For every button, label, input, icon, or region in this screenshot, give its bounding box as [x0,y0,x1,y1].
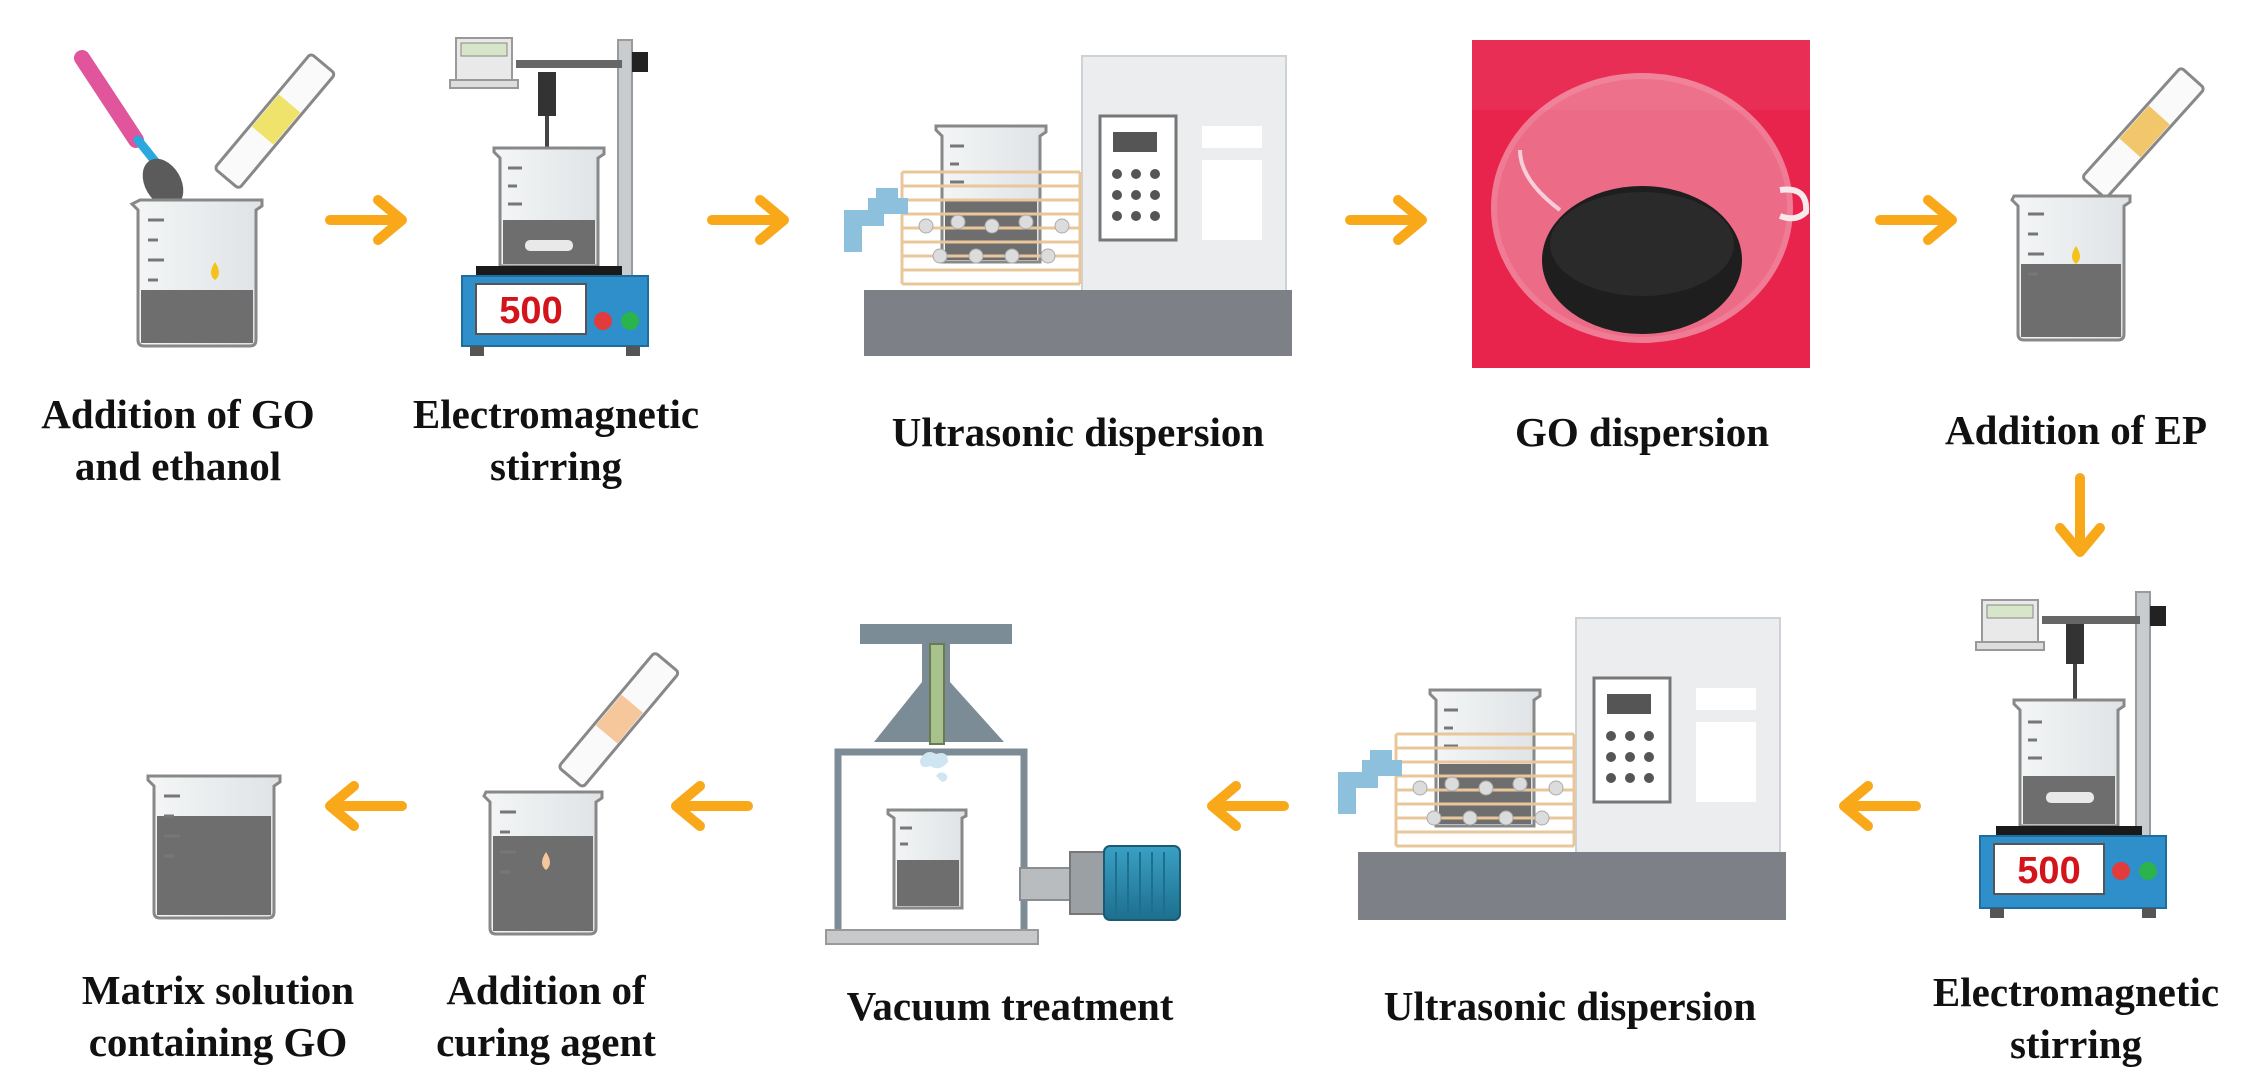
stirrer-base: 500 [461,275,649,356]
dropper-icon [214,53,336,189]
label-matrix-solution: Matrix solution containing GO [81,967,355,1065]
step-electromagnetic-stirring-bottom: 500 [1975,591,2167,918]
arrow-down-icon [2055,473,2105,557]
step-ultrasonic-dispersion-bottom [1338,617,1786,920]
label-ultrasonic-dispersion-bottom: Ultrasonic dispersion [1383,983,1757,1029]
label-go-dispersion: GO dispersion [1514,409,1770,455]
bubbles [1412,776,1564,826]
stirrer-base: 500 [1979,835,2167,918]
bubbles [918,214,1070,264]
beaker-icon [482,790,604,936]
label-vacuum-treatment: Vacuum treatment [846,983,1174,1029]
label-addition-go-ethanol: Addition of GO and ethanol [41,391,315,489]
beaker-icon [146,774,282,920]
beaker-icon [886,808,968,910]
step-vacuum-treatment [825,624,1181,945]
arrow-left-icon [325,781,407,831]
ultrasonic-platform [1358,852,1786,920]
label-addition-curing-agent: Addition of curing agent [436,967,656,1065]
arrow-right-icon [1875,195,1957,245]
beaker-icon [492,146,606,268]
spoon-icon [74,50,184,208]
step-ultrasonic-dispersion-top [844,55,1292,356]
step-addition-ep [2010,67,2205,342]
display-readout: 500 [499,290,562,332]
meter-icon [1975,599,2045,651]
arrow-right-icon [1345,195,1427,245]
arrow-left-icon [1207,781,1289,831]
meter-icon [449,37,519,89]
water-tap-icon [844,188,908,252]
step-matrix-solution [146,774,282,920]
step-addition-curing-agent [482,652,680,936]
label-ultrasonic-dispersion-top: Ultrasonic dispersion [891,409,1265,455]
arrow-left-icon [1839,781,1921,831]
dropper-icon [2082,67,2205,199]
go-dispersion-photo [1472,40,1810,368]
step-electromagnetic-stirring-top: 500 [449,37,649,356]
vacuum-pump-icon [1069,845,1181,921]
stand-pole [617,39,633,279]
label-addition-ep: Addition of EP [1945,407,2207,453]
label-electromagnetic-stirring-top: Electromagnetic stirring [412,391,700,489]
dropper-icon [558,652,680,788]
label-electromagnetic-stirring-bottom: Electromagnetic stirring [1932,969,2220,1067]
water-tap-icon [1338,750,1402,814]
beaker-icon [2010,194,2132,342]
beaker-photo-icon [1491,73,1810,343]
arrow-right-icon [707,195,789,245]
arrow-right-icon [325,195,407,245]
step-addition-go-ethanol [74,50,336,348]
beaker-icon [129,198,264,348]
beaker-icon [1428,688,1542,828]
ultrasonic-platform [864,290,1292,356]
display-readout: 500 [2017,850,2080,892]
beaker-icon [2012,698,2126,828]
arrow-left-icon [671,781,753,831]
